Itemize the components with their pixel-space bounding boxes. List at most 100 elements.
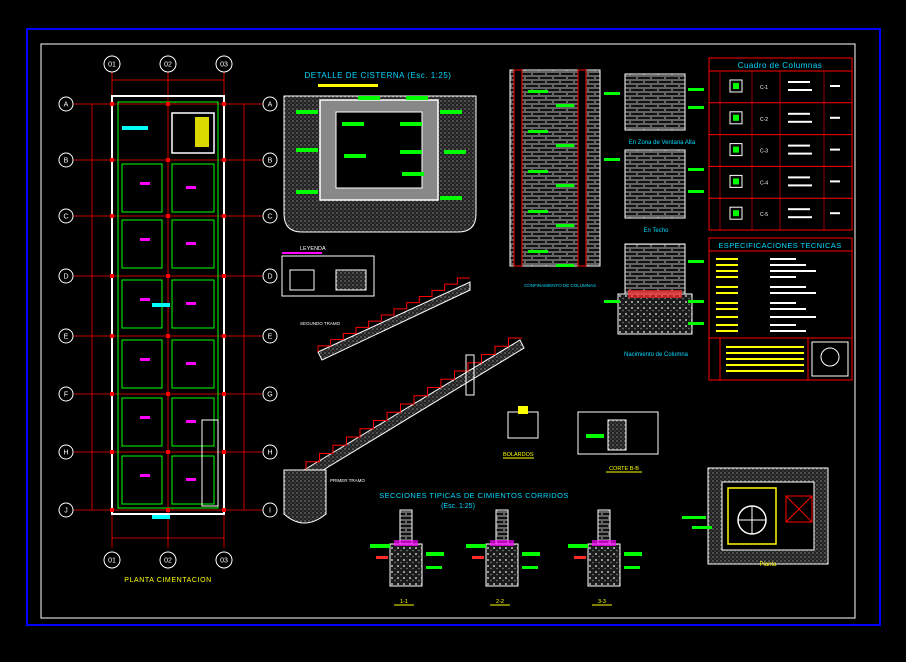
plan-cistern [171,112,215,154]
foundation-section-label: 2-2 [496,599,504,605]
specs-logo-box [811,341,849,377]
plan-title: PLANTA CIMENTACION [124,577,212,584]
anchor-title: BOLARDOS [503,452,534,458]
cistern-callout [296,190,318,194]
columns-table-row: C-5 [709,197,852,220]
plan-row-axis-label: C [63,214,68,221]
plan-detail-title: Planta [759,562,777,568]
plan-row-axis: D [58,268,74,284]
plan-row-axis-label: A [268,102,273,109]
plan-row-axis: F [58,386,74,402]
plan-row-axis-label: D [63,274,68,281]
plan-column-axis-label: 03 [220,62,228,69]
specs-title: ESPECIFICACIONES TECNICAS [718,241,841,250]
foundation-section-label: 3-3 [598,599,606,605]
foundation-section: 3-3 [568,509,642,606]
stairs-legend-title: LEYENDA [300,246,326,252]
cut-detail [577,411,659,455]
cistern-callout [400,150,422,154]
confinement-col-right [577,69,587,267]
foundation-scale: (Esc. 1:25) [441,503,475,510]
cistern-callout [440,196,462,200]
cistern-callout [440,110,462,114]
plan-row-axis-label: E [268,334,273,341]
foundation-title: SECCIONES TIPICAS DE CIMIENTOS CORRIDOS [379,491,569,500]
plan-outline [111,95,225,515]
columns-table-code: C-1 [760,85,768,91]
plan-cyan-tag-2 [152,303,170,307]
cistern-title: DETALLE DE CISTERNA (Esc. 1:25) [305,71,452,80]
column-detail-footing-cap [628,290,682,298]
anchor-detail [507,411,539,439]
foundation-section: 2-2 [466,509,540,606]
inner-frame [40,43,856,619]
plan-column-axis-label: 02 [164,62,172,69]
columns-table-code: C-3 [760,149,768,155]
foundation-section-label: 1-1 [400,599,408,605]
plan-row-axis: C [262,208,278,224]
specs-logo-icon [820,347,840,367]
stairs-lower-flight [303,339,525,479]
plan-column-axis: 02 [159,551,177,569]
columns-table: Cuadro de Columnas C-1C-2C-3C-4C-5 [708,57,853,231]
cistern-callout [296,110,318,114]
plan-row-axis-label: D [267,274,272,281]
confinement-title: CONFINAMIENTO DE COLUMNAS [524,283,596,288]
plan-row-axis: E [262,328,278,344]
plan-column-axis-label: 01 [108,558,116,565]
column-detail-zone-high: En Zona de Ventana Alta [629,140,696,146]
cistern-underline [318,84,378,87]
plan-column-axis: 01 [103,551,121,569]
cistern-callout [296,148,318,152]
plan-row-axis: C [58,208,74,224]
columns-table-frame [708,57,853,231]
foundation-sections: SECCIONES TIPICAS DE CIMIENTOS CORRIDOS … [370,491,642,606]
stairs-legend-underline [282,252,322,254]
column-detail-bottom [624,243,686,295]
columns-table-row: C-2 [709,102,852,125]
columns-table-row: C-4 [709,165,852,188]
cut-title: CORTE B-B [609,466,639,472]
stairs-upper-flight [317,281,471,361]
column-elevation-details: En Zona de Ventana Alta En Techo Nacimie… [604,73,704,358]
plan-row-axis-label: E [64,334,69,341]
cistern-callout [402,172,424,176]
plan-row-axis-label: A [64,102,69,109]
plan-column-axis: 03 [215,55,233,73]
plan-column-axis-label: 01 [108,62,116,69]
cistern-callout [344,154,366,158]
cistern-callout [400,122,422,126]
plan-row-axis: B [58,152,74,168]
plan-row-axis-label: J [64,508,68,515]
plan-row-axis-label: B [64,158,69,165]
plan-detail: Planta [682,467,829,568]
confinement-col-left [513,69,523,267]
columns-table-row: C-1 [729,79,840,93]
stairs-section: LEYENDA SEGUNDO TRAMO PRIMER TRAMO [281,246,525,524]
plan-row-axis: J [58,502,74,518]
column-confinement: CONFINAMIENTO DE COLUMNAS [509,69,601,288]
plan-row-axis-label: I [269,508,271,515]
column-detail-top [624,73,686,131]
columns-table-code: C-2 [760,117,768,123]
plan-row-axis-label: G [267,392,272,399]
plan-column-axis-label: 03 [220,558,228,565]
plan-row-axis: H [262,444,278,460]
plan-column-axis-label: 02 [164,558,172,565]
cistern-callout [358,96,380,100]
column-detail-birth: Nacimiento de Columna [624,352,689,358]
stairs-first-flight: PRIMER TRAMO [330,478,365,483]
column-detail-mid [624,149,686,219]
column-detail-footing [617,293,693,335]
cistern-callout [342,122,364,126]
plan-row-axis-label: H [267,450,272,457]
plan-cyan-tag [122,126,148,130]
plan-cistern-core [195,117,209,147]
plan-row-axis-label: B [268,158,273,165]
cistern-detail: DETALLE DE CISTERNA (Esc. 1:25) [283,71,477,233]
plan-row-axis: D [262,268,278,284]
cistern-callout [444,150,466,154]
specifications-block: ESPECIFICACIONES TECNICAS [708,237,853,381]
plan-column-axis: 01 [103,55,121,73]
